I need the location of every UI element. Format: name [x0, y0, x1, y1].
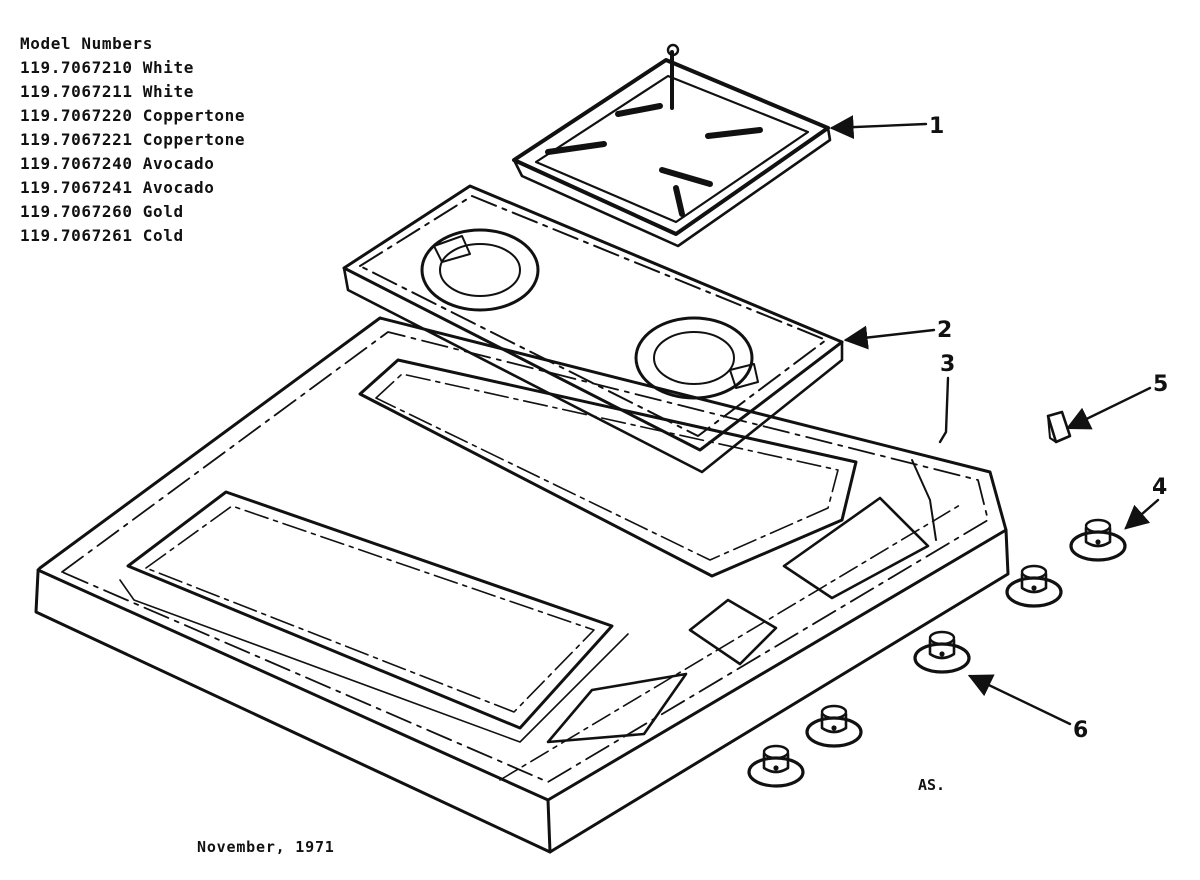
tray-side-wall: [342, 266, 844, 474]
rear-opening: [358, 358, 858, 578]
leader-arrow-5: [1065, 386, 1152, 430]
burner-ring-right: [634, 316, 754, 400]
callout-1: 1: [929, 114, 945, 139]
grate-finger-5: [673, 185, 685, 217]
cooktop-rear-fold: [911, 459, 937, 541]
knob-3: [913, 630, 971, 674]
control-knobs: [747, 518, 1127, 788]
model-numbers-list: Model Numbers 119.7067210 White 119.7067…: [20, 32, 245, 248]
model-list-title: Model Numbers: [20, 34, 154, 53]
grate-post-tip: [666, 43, 680, 57]
grate-finger-4: [615, 103, 663, 117]
leader-arrow-4: [1124, 498, 1160, 530]
leader-arrows: [829, 115, 1160, 726]
control-panel-window-b: [688, 598, 778, 666]
grate-part-1: [512, 43, 832, 248]
burner-ring-right-inner: [653, 331, 735, 385]
grate-frame-inner: [534, 74, 810, 224]
model-number-line: 119.7067210 White: [20, 58, 194, 77]
drafter-mark: AS.: [918, 776, 946, 794]
cooktop-panel-part-3: [34, 316, 1010, 854]
clip-part-5: [1046, 410, 1072, 444]
leader-arrow-1: [829, 115, 928, 140]
model-number-line: 119.7067220 Coppertone: [20, 106, 246, 125]
model-number-line: 119.7067240 Avocado: [20, 154, 215, 173]
control-panel-window-c: [782, 496, 930, 600]
rear-opening-inner: [375, 373, 839, 561]
tray-outer-rim: [342, 184, 844, 452]
cooktop-front-corner: [546, 798, 552, 854]
grate-finger-2: [705, 127, 763, 139]
grate-finger-1: [545, 141, 607, 155]
leader-arrow-2: [843, 325, 936, 350]
model-number-line: 119.7067261 Cold: [20, 226, 184, 245]
control-panel-strip: [499, 504, 961, 781]
burner-ring-left-inner: [439, 243, 521, 297]
model-number-line: 119.7067211 White: [20, 82, 194, 101]
callout-6: 6: [1073, 718, 1089, 743]
grate-frame-side: [512, 126, 832, 248]
callout-4: 4: [1152, 475, 1168, 500]
knob-2: [805, 704, 863, 748]
cooktop-front-edge: [34, 528, 1010, 854]
model-number-line: 119.7067241 Avocado: [20, 178, 215, 197]
control-panel-window-a: [546, 672, 688, 744]
burner-ring-right-tab: [729, 363, 759, 389]
large-opening-lip: [119, 579, 629, 743]
drawing-date: November, 1971: [197, 838, 335, 856]
callout-3: 3: [940, 352, 956, 377]
tray-inner-rim: [359, 195, 827, 437]
burner-ring-left: [420, 228, 540, 312]
model-number-line: 119.7067221 Coppertone: [20, 130, 246, 149]
leader-line-3: [938, 376, 950, 444]
leader-arrow-6: [967, 674, 1072, 726]
burner-ring-left-tab: [433, 235, 471, 263]
large-opening: [126, 490, 614, 730]
grate-finger-3: [659, 167, 713, 187]
large-opening-inner: [145, 505, 595, 713]
callout-5: 5: [1153, 372, 1169, 397]
model-number-line: 119.7067260 Gold: [20, 202, 184, 221]
knob-1: [747, 744, 805, 788]
knob-5: [1069, 518, 1127, 562]
knob-4: [1005, 564, 1063, 608]
callout-2: 2: [937, 318, 953, 343]
cooktop-inner-rim: [61, 331, 989, 783]
burner-bowl-tray-part-2: [342, 184, 844, 474]
